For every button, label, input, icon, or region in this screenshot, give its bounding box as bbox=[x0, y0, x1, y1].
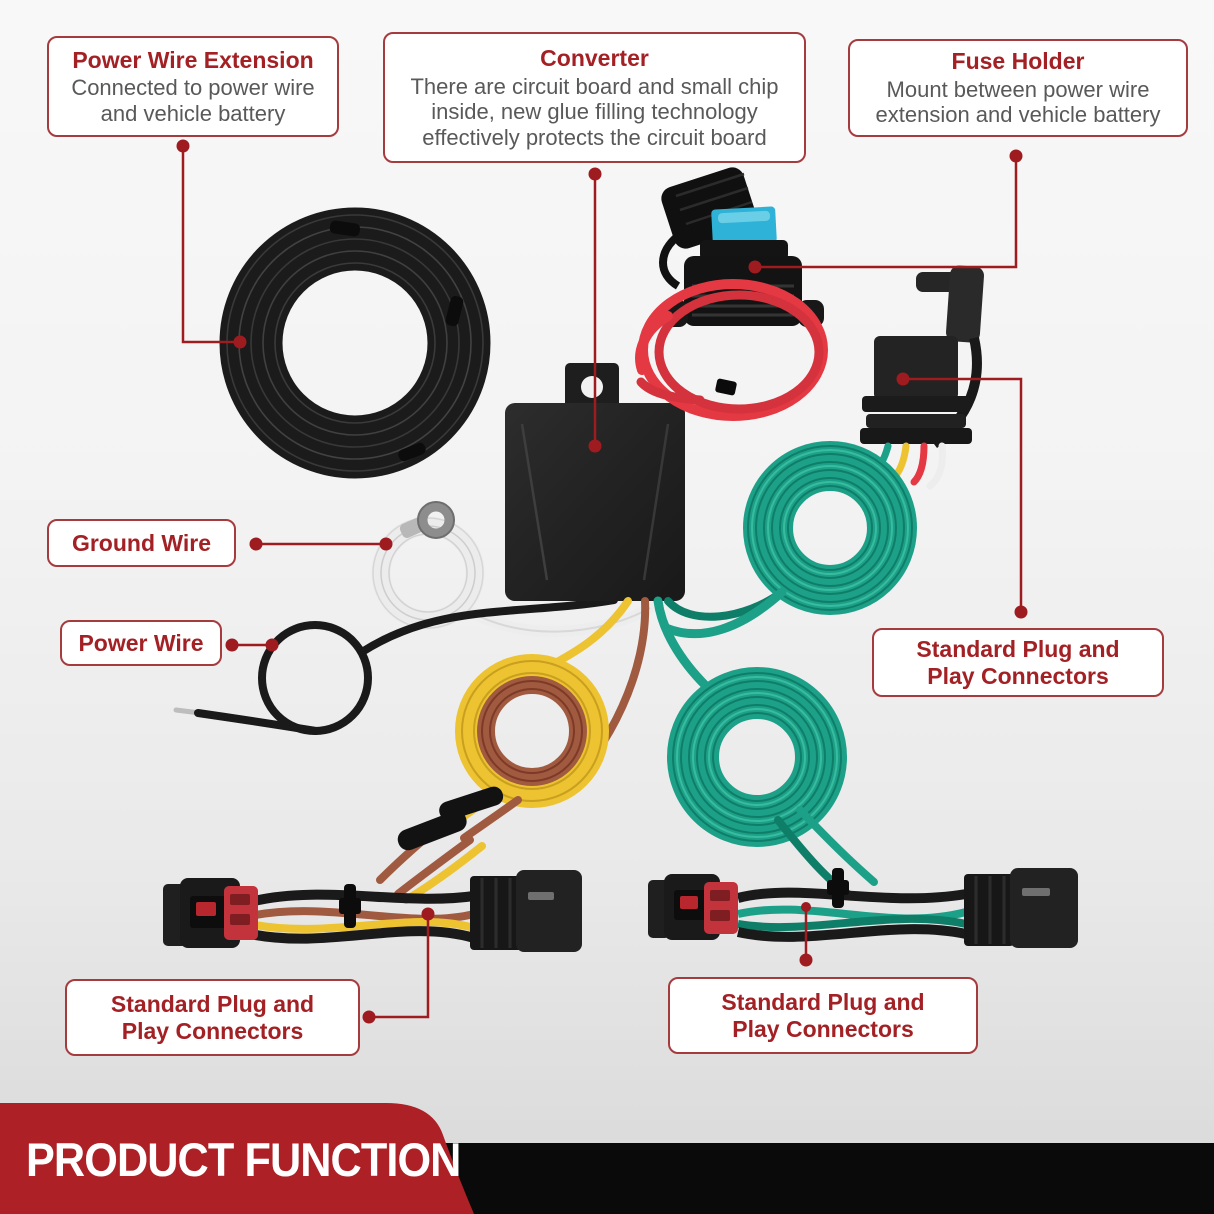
callout-title: Standard Plug and Play Connectors bbox=[721, 988, 925, 1042]
power-wire-extension-coil bbox=[219, 207, 491, 479]
bottom-banner bbox=[0, 1103, 1214, 1214]
callout-title: Standard Plug and Play Connectors bbox=[916, 635, 1120, 689]
callout-body: Connected to power wire and vehicle batt… bbox=[71, 75, 315, 126]
harness-bottom-left bbox=[163, 870, 582, 952]
callout-plug-connectors-bottom-middle: Standard Plug and Play Connectors bbox=[668, 977, 978, 1054]
fuse-holder bbox=[635, 167, 828, 421]
green-wire-coil-lower bbox=[667, 667, 878, 898]
green-wire-coil-upper bbox=[661, 441, 917, 639]
callout-title: Fuse Holder bbox=[951, 48, 1085, 75]
callout-title: Power Wire bbox=[78, 629, 204, 656]
callout-title: Standard Plug and Play Connectors bbox=[110, 990, 315, 1044]
callout-body: There are circuit board and small chip i… bbox=[410, 73, 779, 150]
harness-bottom-right bbox=[648, 868, 1078, 948]
callout-ground-wire: Ground Wire bbox=[47, 519, 236, 567]
banner-title: PRODUCT FUNCTION bbox=[26, 1133, 461, 1186]
callout-plug-connectors-right: Standard Plug and Play Connectors bbox=[872, 628, 1164, 697]
power-wire-coil bbox=[173, 596, 618, 735]
converter-box bbox=[505, 363, 685, 601]
callout-body: Mount between power wire extension and v… bbox=[875, 76, 1161, 128]
callout-power-wire: Power Wire bbox=[60, 620, 222, 666]
callout-power-wire-extension: Power Wire Extension Connected to power … bbox=[47, 36, 339, 137]
callout-title: Ground Wire bbox=[71, 529, 212, 556]
callout-title: Power Wire Extension bbox=[72, 46, 314, 73]
callout-title: Converter bbox=[540, 44, 649, 71]
callout-converter: Converter There are circuit board and sm… bbox=[383, 32, 806, 163]
callout-plug-connectors-bottom-left: Standard Plug and Play Connectors bbox=[65, 979, 360, 1056]
leader-lines bbox=[176, 139, 1028, 1024]
callout-fuse-holder: Fuse Holder Mount between power wire ext… bbox=[848, 39, 1188, 137]
plug-connector-top-right bbox=[860, 265, 985, 490]
